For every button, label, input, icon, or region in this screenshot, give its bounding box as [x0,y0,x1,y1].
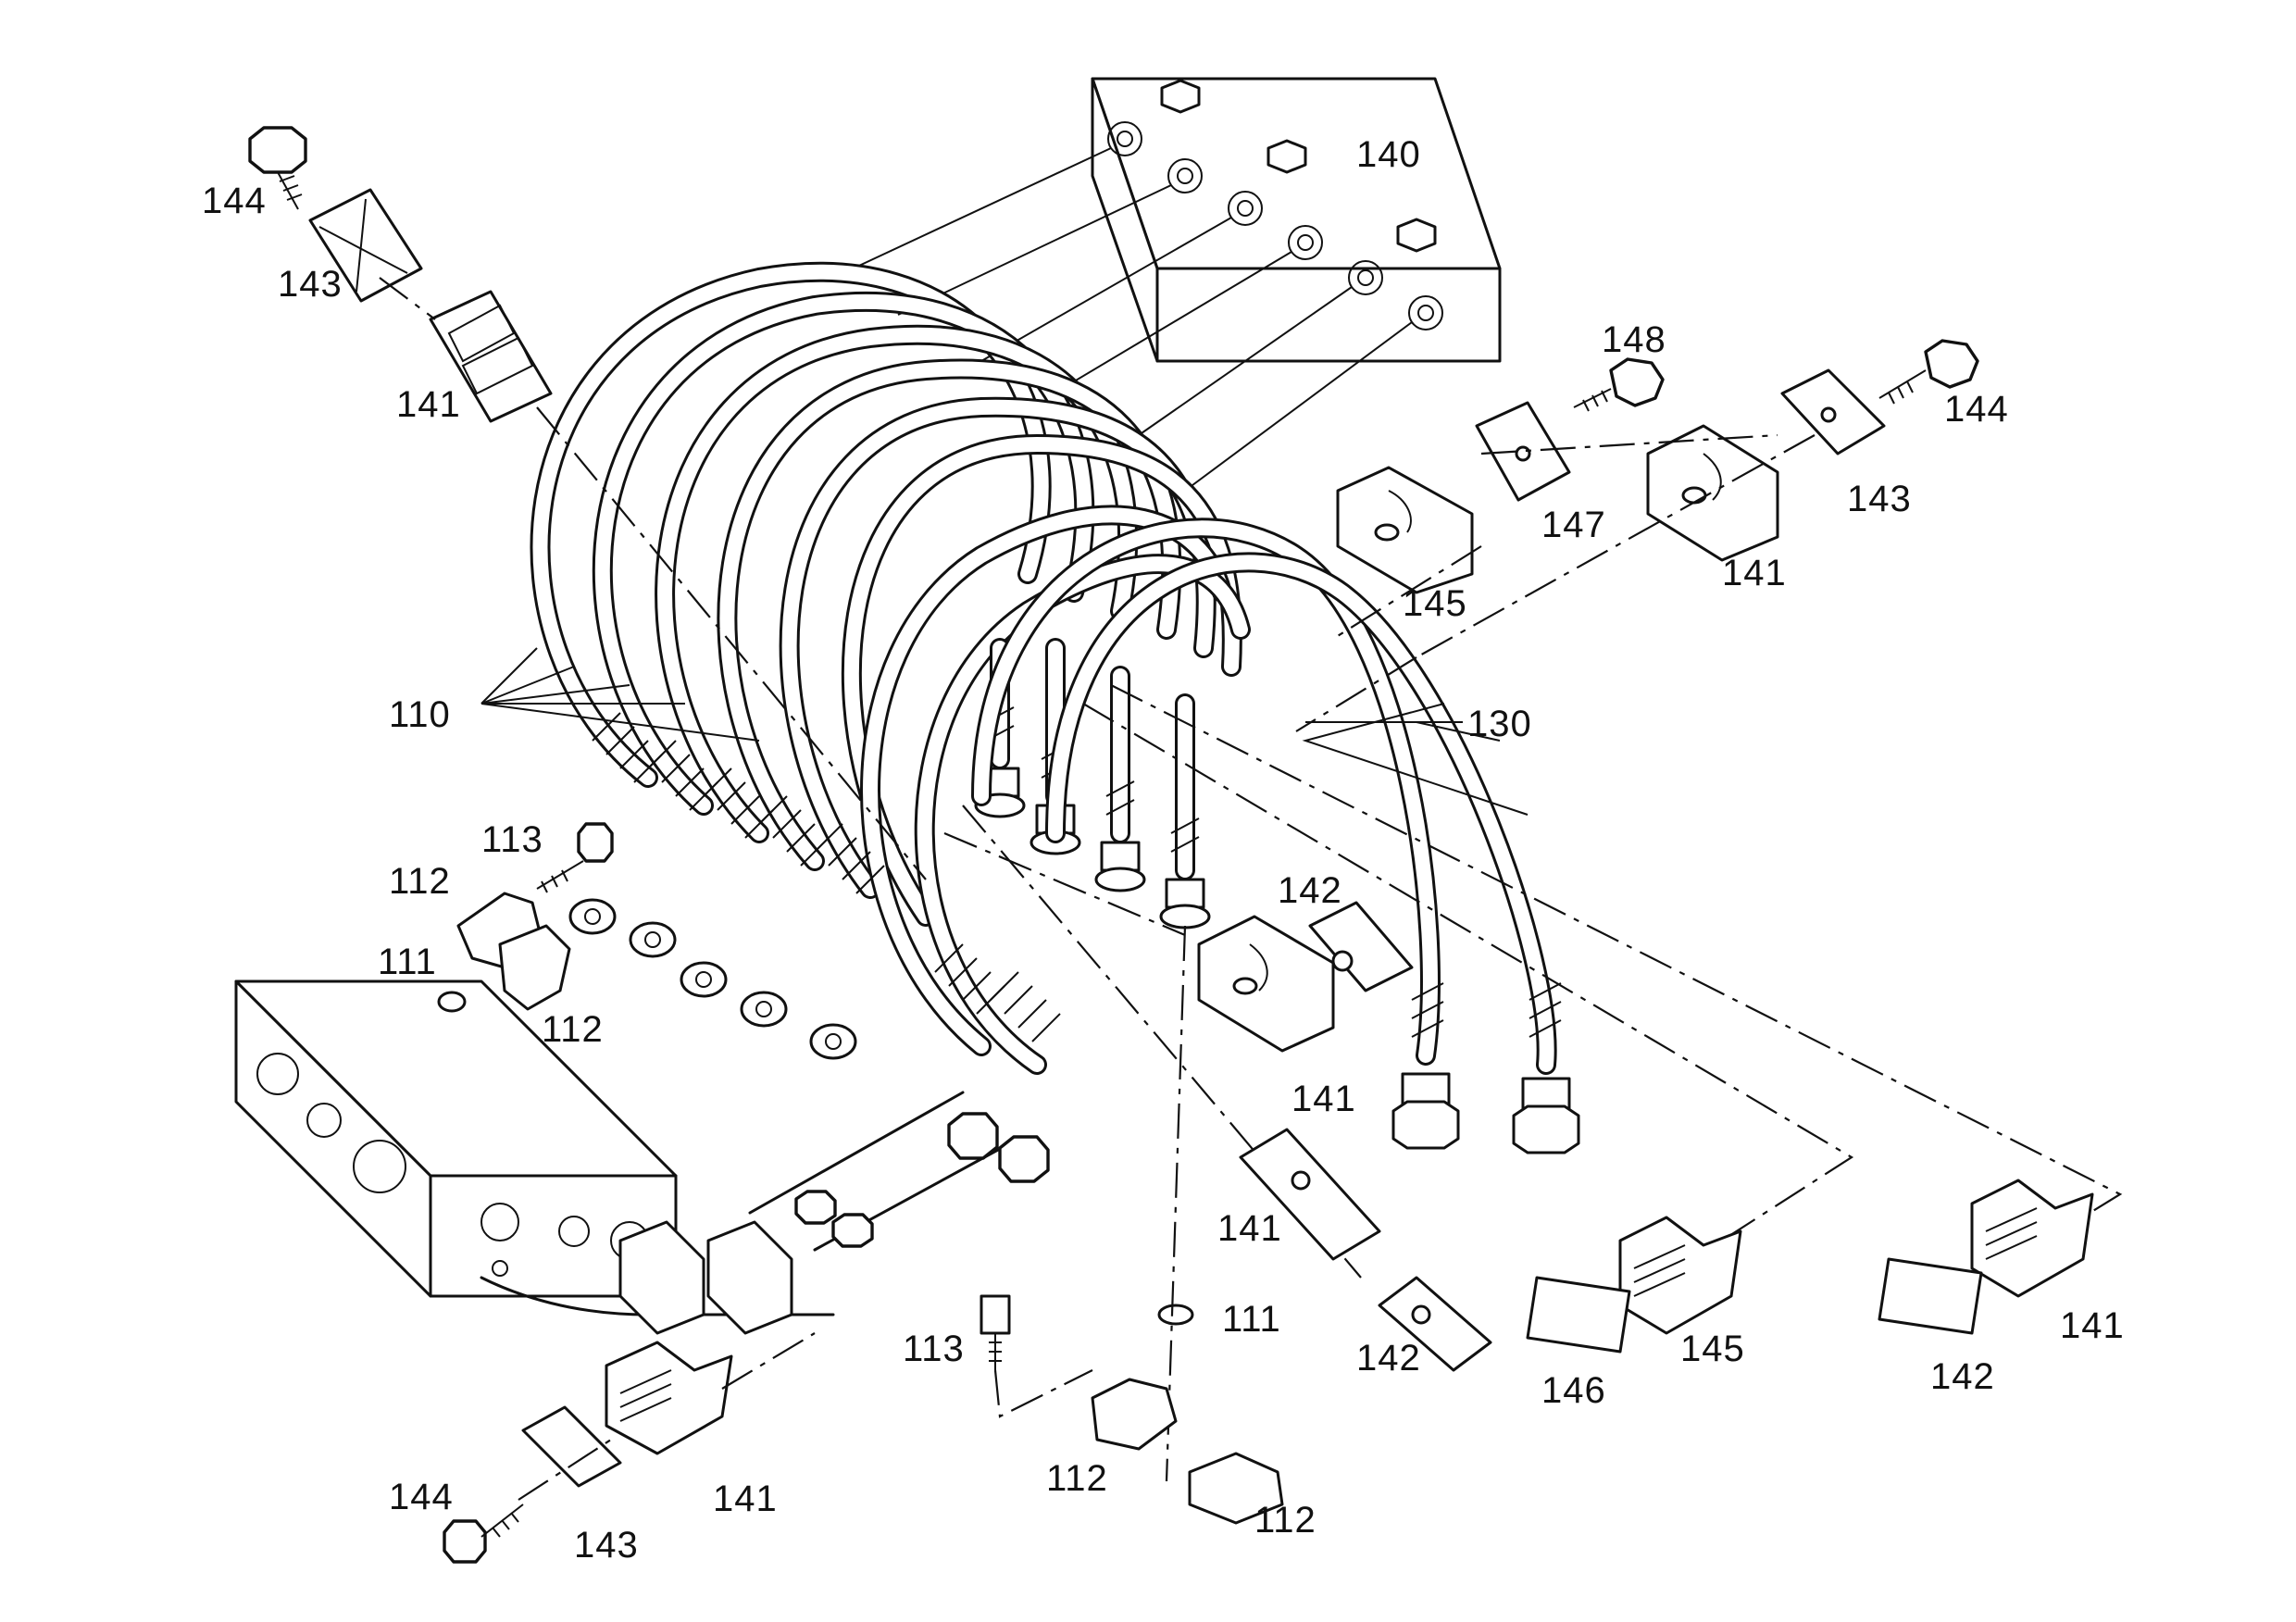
label-111-left: 111 [378,942,437,982]
label-142-mid: 142 [1278,870,1342,911]
part-labels: 144 143 141 140 148 144 143 147 141 145 … [202,134,2125,1566]
label-112-bottom: 112 [1254,1500,1316,1541]
label-141-lowmid: 141 [1217,1208,1282,1249]
label-145-low: 145 [1680,1329,1745,1369]
flange-parts-bottom [980,1294,1284,1525]
label-112-low: 112 [1046,1458,1108,1499]
label-111-low: 111 [1222,1299,1281,1340]
label-130: 130 [1467,704,1532,744]
label-141-top: 141 [396,384,461,425]
label-143-top: 143 [278,264,343,305]
label-146: 146 [1541,1370,1606,1411]
label-112-a: 112 [389,861,451,902]
clamp-set-right-145 [1336,357,1665,594]
clamp-set-right-141 [1646,339,1979,562]
label-110: 110 [389,694,451,735]
label-141-mid: 141 [1292,1079,1356,1119]
label-143-right: 143 [1847,479,1912,519]
manifold-block-140 [1091,77,1502,363]
label-147: 147 [1541,505,1606,545]
label-112-b: 112 [542,1009,604,1050]
flange-and-seal-parts-left [437,822,857,1060]
label-141-right: 141 [1722,553,1787,593]
label-141-lowright: 141 [2060,1305,2125,1346]
leader-110 [480,647,760,742]
label-144-top: 144 [202,181,267,221]
distribution-block [234,979,678,1298]
label-142-low: 142 [1356,1338,1421,1379]
clamp-set-bottom-left [443,1332,816,1564]
label-113-left: 113 [481,819,543,860]
assembly-centerlines [943,433,2123,1482]
label-144-bottom: 144 [389,1477,454,1517]
manifold-port-leaders [832,147,1413,492]
label-148: 148 [1602,319,1666,360]
lower-pipe-and-fittings [480,1091,1050,1335]
label-113-low: 113 [903,1329,965,1369]
label-142-right: 142 [1930,1356,1995,1397]
label-141-bottom: 141 [713,1479,778,1519]
clamp-set-middle [1197,901,1492,1372]
label-145-top: 145 [1403,583,1467,624]
label-144-right: 144 [1944,389,2009,430]
hose-130 [971,518,1580,1154]
label-143-bottom: 143 [574,1525,639,1566]
clamp-set-lower-right [1526,1179,2094,1354]
clamp-set-top-left [248,126,927,880]
label-140: 140 [1356,134,1421,175]
